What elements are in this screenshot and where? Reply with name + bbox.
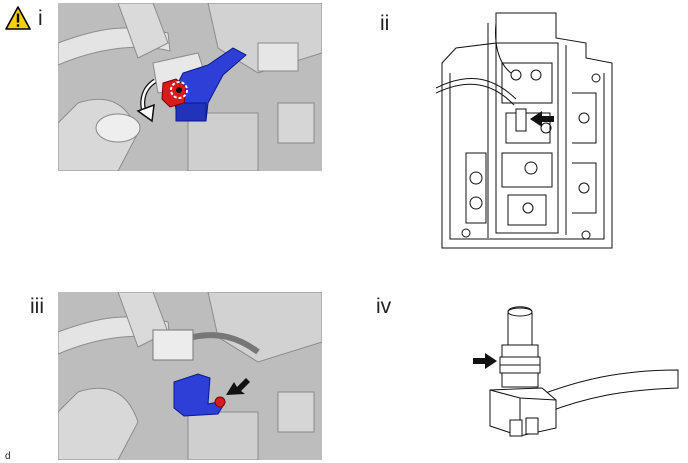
sensor-red <box>214 396 226 408</box>
warning-triangle-icon <box>5 6 31 30</box>
panel-iv-illustration <box>470 300 680 450</box>
pointer-arrow-icon <box>530 111 554 127</box>
footer-code: d <box>5 451 11 462</box>
pointer-arrow-icon <box>473 353 497 369</box>
panel-i-illustration <box>58 3 322 171</box>
panel-ii-illustration <box>436 3 616 253</box>
pointer-arrow-icon <box>226 378 250 395</box>
sensor-red <box>161 78 187 108</box>
rotation-arrow-icon <box>136 78 157 123</box>
panel-iii-illustration <box>58 292 322 460</box>
panel-label-ii: ii <box>380 12 390 35</box>
panel-label-iii: iii <box>30 295 44 318</box>
panel-label-i: i <box>38 7 43 30</box>
panel-label-iv: iv <box>376 295 392 318</box>
